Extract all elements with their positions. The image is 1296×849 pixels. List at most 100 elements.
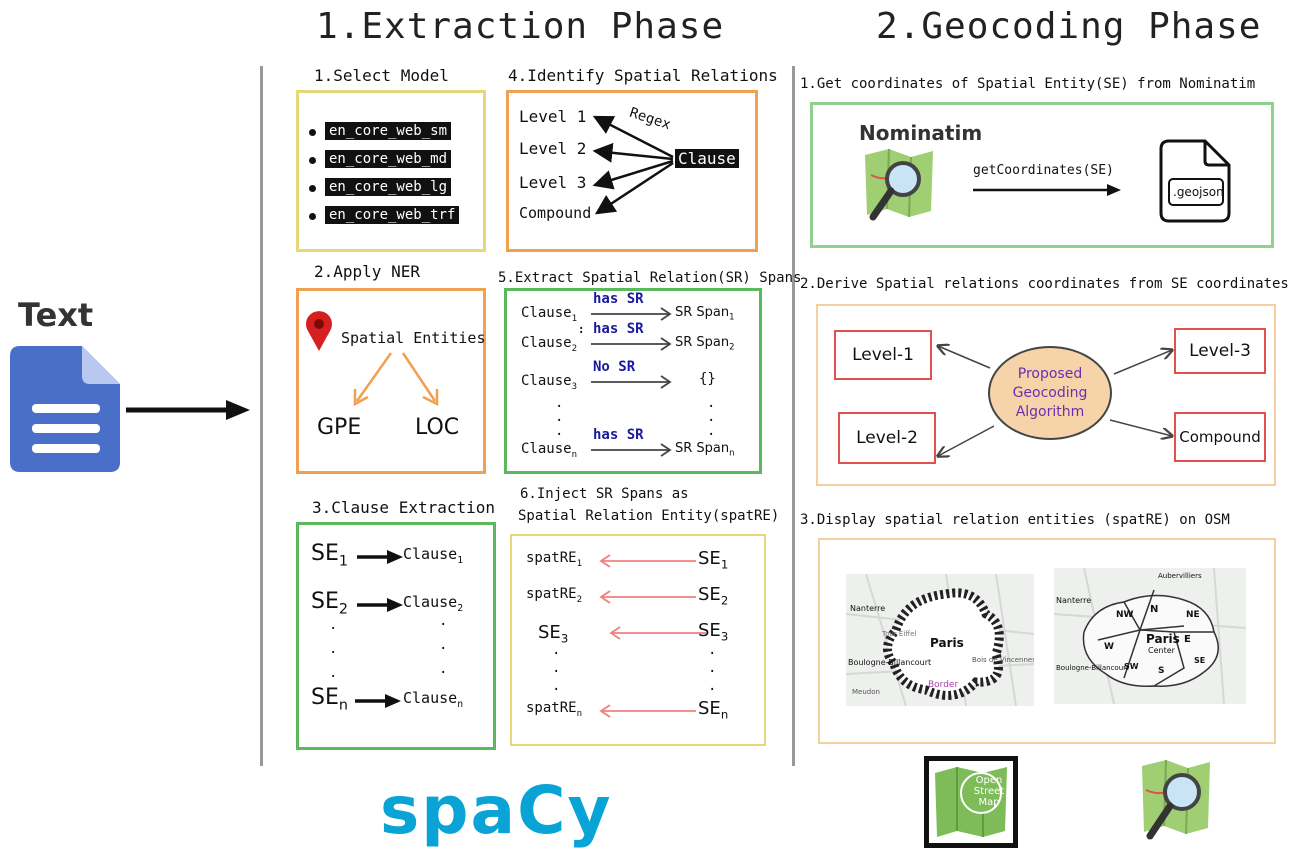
- ce-clause-subscript: n: [457, 699, 464, 710]
- inject-left-subscript: 1: [576, 558, 583, 569]
- map2-region: E: [1184, 634, 1191, 645]
- apply-ner-box: Spatial Entities GPE LOC: [296, 288, 486, 474]
- sr-relation: No SR: [593, 359, 636, 375]
- model-option[interactable]: en_core_web_md: [325, 150, 452, 168]
- osm-map-icon: [935, 767, 1007, 837]
- ellipsis-dot: .: [552, 660, 561, 676]
- clause-label: Clause: [675, 149, 739, 168]
- sr-clause: Clause3: [521, 373, 577, 392]
- ce-se-subscript: 1: [338, 553, 348, 570]
- bullet: [309, 213, 316, 220]
- ce-clause-text: Clause: [403, 689, 458, 707]
- inject-left-text: spatRE: [526, 586, 577, 602]
- spacy-logo: spaCy: [380, 772, 613, 849]
- map2-region: NW: [1116, 610, 1134, 620]
- sr-relation: has SR: [593, 291, 644, 307]
- divider-left: [260, 66, 263, 766]
- ellipsis-dot: .: [707, 409, 716, 425]
- map2-region: SW: [1124, 662, 1139, 671]
- inject-right-subscript: 2: [720, 593, 729, 608]
- geocoding-step1-heading: 1.Get coordinates of Spatial Entity(SE) …: [800, 76, 1256, 92]
- inject-arrow: [599, 704, 696, 718]
- inject-right-subscript: 1: [720, 557, 729, 572]
- map2-region: N: [1150, 604, 1159, 615]
- get-coordinates-label: getCoordinates(SE): [973, 163, 1114, 178]
- ce-clause-subscript: 2: [457, 603, 464, 614]
- inject-left-subscript: 3: [560, 631, 569, 646]
- inject-right-text: SE: [698, 584, 721, 605]
- model-option[interactable]: en_core_web_trf: [325, 206, 460, 224]
- sr-span: SR Spann: [675, 441, 735, 458]
- sr-span-subscript: n: [729, 447, 735, 458]
- geocoding-algorithm-node: Proposed Geocoding Algorithm: [988, 346, 1112, 440]
- sr-clause-text: Clause: [521, 441, 572, 457]
- clause-extraction-heading: 3.Clause Extraction: [312, 498, 496, 517]
- ellipsis-dot: .: [708, 660, 717, 676]
- sr-clause-subscript: 1: [571, 313, 578, 324]
- algorithm-line: Algorithm: [1015, 403, 1085, 420]
- model-option[interactable]: en_core_web_lg: [325, 178, 452, 196]
- document-icon: [10, 346, 120, 472]
- model-option[interactable]: en_core_web_sm: [325, 122, 452, 140]
- sr-clause: Clause1: [521, 305, 577, 324]
- map-pin-icon: [306, 311, 332, 351]
- inject-right: SE1: [698, 548, 728, 572]
- paris-regions-map: N NE NW E W SW S SE Paris Center Nanterr…: [1054, 568, 1246, 704]
- ce-clause: Clause2: [403, 593, 463, 614]
- level-2-label: Level 2: [519, 139, 587, 158]
- map1-place: Nanterre: [850, 604, 886, 613]
- sr-clause-text: Clause: [521, 373, 572, 389]
- ce-se: SE1: [311, 541, 348, 569]
- inject-left-subscript: n: [576, 708, 583, 719]
- sr-clause-subscript: n: [571, 449, 578, 460]
- ellipsis-dot: .: [577, 321, 586, 337]
- inject-right: SE3: [698, 620, 728, 644]
- map2-region: SE: [1194, 656, 1206, 665]
- select-model-heading: 1.Select Model: [314, 66, 449, 85]
- map-roads: [846, 574, 1034, 706]
- sr-empty: {}: [699, 371, 716, 387]
- map2-region: NE: [1186, 610, 1200, 620]
- sr-span: SR Span1: [675, 305, 735, 322]
- ellipsis-dot: .: [708, 678, 717, 694]
- loc-label: LOC: [415, 415, 460, 440]
- ce-clause-subscript: 1: [457, 555, 464, 566]
- map2-region: S: [1158, 666, 1165, 676]
- inject-left-subscript: 2: [576, 594, 583, 605]
- sr-span-text: SR Span: [675, 335, 730, 350]
- ellipsis-dot: .: [439, 613, 448, 629]
- inject-heading-1: 6.Inject SR Spans as: [520, 486, 689, 502]
- geocoding-step2-heading: 2.Derive Spatial relations coordinates f…: [800, 276, 1289, 292]
- ce-arrow: [357, 598, 403, 612]
- level-2-box: Level-2: [838, 412, 936, 464]
- inject-right-text: SE: [698, 548, 721, 569]
- algorithm-line: Geocoding: [1012, 384, 1088, 401]
- inject-left: spatRE2: [526, 586, 582, 605]
- inject-left: spatREn: [526, 700, 582, 719]
- sr-relation: has SR: [593, 427, 644, 443]
- map2-place: Nanterre: [1056, 596, 1092, 605]
- inject-left: SE3: [538, 622, 568, 646]
- ce-se-text: SE: [311, 685, 339, 710]
- inject-arrow: [599, 590, 696, 604]
- sr-clause: Clausen: [521, 441, 577, 460]
- sr-span: SR Span2: [675, 335, 735, 352]
- inject-right-subscript: 3: [720, 629, 729, 644]
- sr-span-text: SR Span: [675, 305, 730, 320]
- extract-spans-heading: 5.Extract Spatial Relation(SR) Spans: [498, 270, 802, 286]
- osm-logo-text: Open Street Map: [973, 775, 1005, 808]
- ellipsis-dot: .: [577, 317, 586, 333]
- ce-arrow: [355, 694, 401, 708]
- inject-left-text: spatRE: [526, 550, 577, 566]
- sr-arrow: [591, 307, 672, 321]
- input-arrow: [126, 400, 250, 420]
- ce-se: SEn: [311, 685, 348, 713]
- identify-relations-heading: 4.Identify Spatial Relations: [508, 66, 778, 85]
- identify-relations-box: Level 1 Level 2 Level 3 Compound Regex C…: [506, 90, 758, 252]
- sr-span-subscript: 2: [729, 341, 735, 352]
- openstreetmap-logo: Open Street Map: [924, 756, 1018, 848]
- paris-border-map: Paris Border Nanterre Boulogne-Billancou…: [846, 574, 1034, 706]
- ce-clause-text: Clause: [403, 545, 458, 563]
- ce-se-subscript: n: [338, 697, 348, 714]
